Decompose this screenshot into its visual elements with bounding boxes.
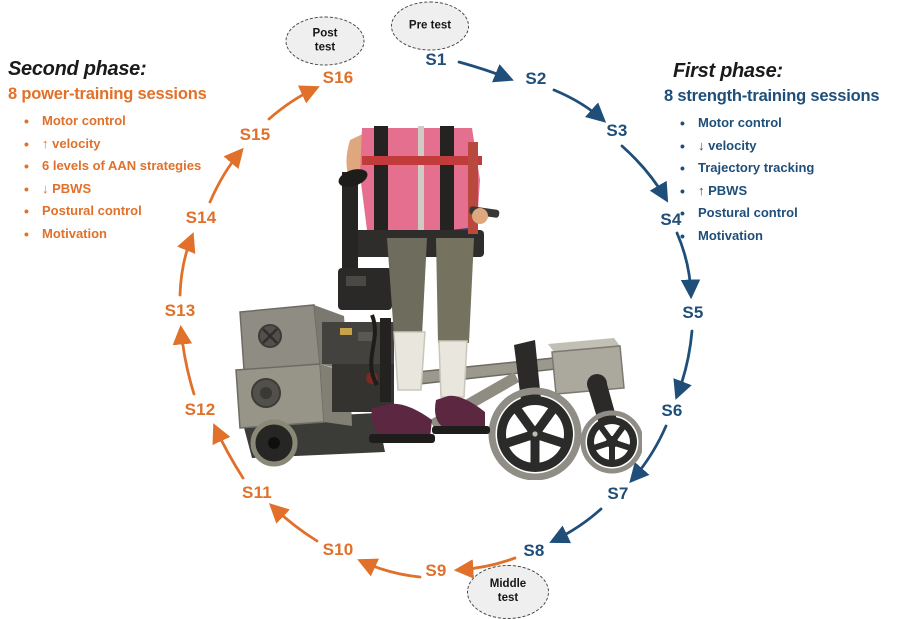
session-label-s8: S8	[523, 541, 545, 560]
middle-test-bubble: Middle test	[467, 565, 549, 619]
second-phase-title: Second phase:	[8, 58, 147, 80]
session-label-s12: S12	[184, 400, 216, 419]
session-label-s15: S15	[239, 125, 271, 144]
session-label-s11: S11	[242, 483, 272, 502]
bullet-item: ↓ velocity	[664, 135, 900, 158]
session-label-s9: S9	[425, 561, 447, 580]
session-label-s7: S7	[607, 484, 629, 503]
session-label-s5: S5	[682, 303, 704, 322]
session-label-s10: S10	[322, 540, 354, 559]
bullet-item: Motivation	[8, 223, 258, 246]
first-phase-bullet-list: Motor control ↓ velocity Trajectory trac…	[664, 112, 900, 247]
bullet-item: Postural control	[664, 202, 900, 225]
session-label-s4: S4	[660, 210, 682, 229]
post-test-label: Post test	[312, 27, 338, 53]
session-label-s2: S2	[525, 69, 547, 88]
second-phase-bullet-list: Motor control ↑ velocity 6 levels of AAN…	[8, 110, 258, 245]
session-label-s14: S14	[185, 208, 217, 227]
exoskeleton-photo	[222, 120, 644, 481]
bullet-item: 6 levels of AAN strategies	[8, 155, 258, 178]
first-phase-subtitle: 8 strength-training sessions	[664, 87, 880, 105]
bullet-item: Postural control	[8, 200, 258, 223]
session-label-s3: S3	[606, 121, 628, 140]
bullet-item: Motor control	[664, 112, 900, 135]
patient	[338, 126, 500, 443]
first-phase-panel: First phase: 8 strength-training session…	[664, 60, 900, 247]
session-label-s1: S1	[425, 50, 447, 69]
bullet-item: ↑ velocity	[8, 133, 258, 156]
bullet-item: Trajectory tracking	[664, 157, 900, 180]
second-phase-subtitle: 8 power-training sessions	[8, 85, 207, 103]
first-phase-title: First phase:	[673, 60, 783, 82]
session-label-s16: S16	[322, 68, 354, 87]
bullet-item: ↓ PBWS	[8, 178, 258, 201]
bullet-item: Motor control	[8, 110, 258, 133]
session-label-s13: S13	[164, 301, 196, 320]
pre-test-bubble: Pre test	[391, 1, 469, 51]
pre-test-label: Pre test	[408, 19, 452, 32]
bullet-item: ↑ PBWS	[664, 180, 900, 203]
bullet-item: Motivation	[664, 225, 900, 248]
middle-test-label: Middle test	[489, 578, 527, 604]
post-test-bubble: Post test	[285, 16, 365, 66]
second-phase-panel: Second phase: 8 power-training sessions …	[8, 58, 258, 245]
walker-frame	[416, 338, 644, 481]
session-label-s6: S6	[661, 401, 683, 420]
